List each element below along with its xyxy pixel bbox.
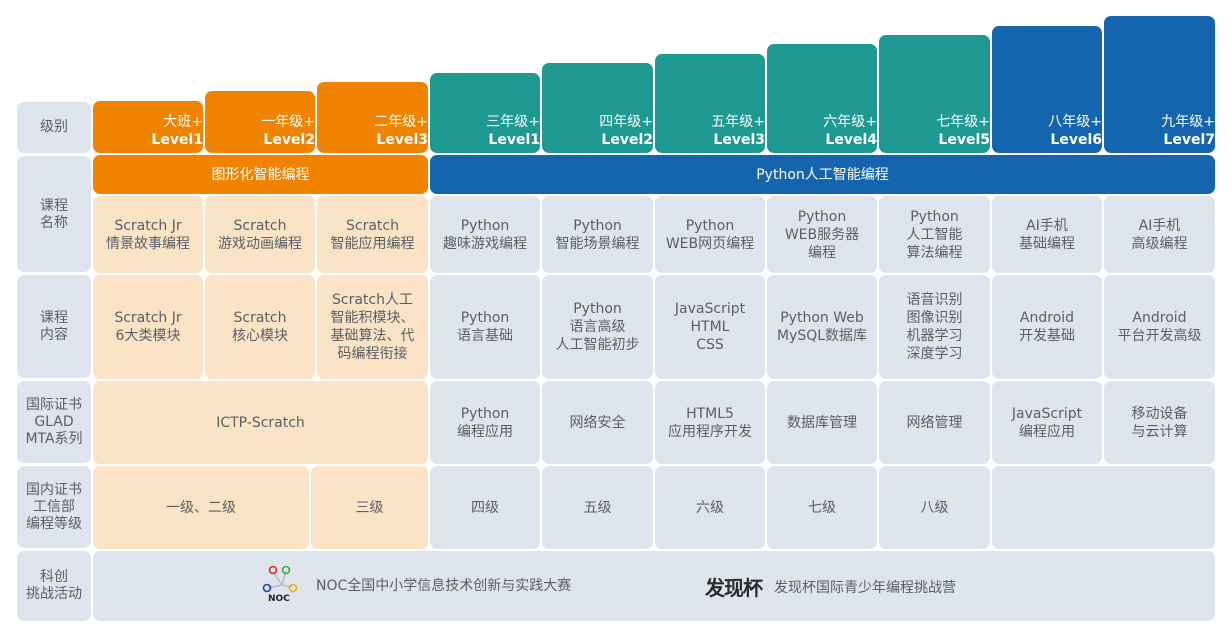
intl-cert-cell: 网络安全 [542, 381, 653, 464]
course-content-cell: 语音识别 图像识别 机器学习 深度学习 [879, 275, 990, 379]
level-tab-1: 大班+ Level1 [93, 101, 203, 153]
intl-cert-cell: HTML5 应用程序开发 [655, 381, 765, 464]
level-label: Level3 [376, 132, 428, 148]
row-header-course-name: 课程 名称 [17, 156, 91, 272]
domestic-cert-cell: 六级 [655, 466, 765, 549]
noc-label: NOC全国中小学信息技术创新与实践大赛 [316, 578, 572, 594]
domestic-cert-cell: 七级 [767, 466, 877, 549]
level-grade: 大班+ [163, 114, 203, 130]
course-name-cell: Python WEB网页编程 [655, 196, 765, 273]
level-tab-6: 五年级+ Level3 [655, 54, 765, 153]
row-header-level: 级别 [17, 102, 91, 153]
level-grade: 二年级+ [374, 114, 428, 130]
noc-logo-icon: NOC [260, 563, 304, 607]
level-tab-2: 一年级+ Level2 [205, 91, 315, 153]
level-tab-5: 四年级+ Level2 [542, 63, 653, 153]
course-content-cell: Python 语言基础 [430, 275, 540, 379]
band-python-ai-programming: Python人工智能编程 [430, 155, 1215, 194]
course-content-cell: Scratch Jr 6大类模块 [93, 275, 203, 379]
level-grade: 六年级+ [823, 114, 877, 130]
level-label: Level2 [601, 132, 653, 148]
course-content-cell: JavaScript HTML CSS [655, 275, 765, 379]
level-grade: 七年级+ [936, 114, 990, 130]
domestic-cert-empty [992, 466, 1215, 549]
level-label: Level1 [151, 132, 203, 148]
intl-cert-cell: 网络管理 [879, 381, 990, 464]
course-content-cell: Android 平台开发高级 [1104, 275, 1215, 379]
course-name-cell: AI手机 高级编程 [1104, 196, 1215, 273]
level-tab-7: 六年级+ Level4 [767, 44, 877, 153]
intl-cert-ictp-scratch: ICTP-Scratch [93, 381, 428, 464]
intl-cert-cell: 移动设备 与云计算 [1104, 381, 1215, 464]
level-label: Level7 [1163, 132, 1215, 148]
level-tab-4: 三年级+ Level1 [430, 73, 540, 153]
noc-logo-text: NOC [268, 594, 290, 604]
course-name-cell: Scratch 游戏动画编程 [205, 196, 315, 273]
level-label: Level2 [263, 132, 315, 148]
domestic-cert-level12: 一级、二级 [93, 466, 309, 549]
row-header-course-content: 课程 内容 [17, 275, 91, 378]
row-header-intl-cert: 国际证书 GLAD MTA系列 [17, 381, 91, 463]
course-name-cell: Scratch 智能应用编程 [317, 196, 428, 273]
level-grade: 四年级+ [599, 114, 653, 130]
course-content-cell: Scratch人工 智能积模块、 基础算法、代 码编程衔接 [317, 275, 428, 379]
course-content-cell: Python Web MySQL数据库 [767, 275, 877, 379]
level-label: Level5 [938, 132, 990, 148]
domestic-cert-cell: 四级 [430, 466, 540, 549]
course-name-cell: Python 智能场景编程 [542, 196, 653, 273]
course-content-cell: Android 开发基础 [992, 275, 1102, 379]
domestic-cert-cell: 八级 [879, 466, 990, 549]
intl-cert-cell: Python 编程应用 [430, 381, 540, 464]
course-name-cell: Python 人工智能 算法编程 [879, 196, 990, 273]
course-content-cell: Python 语言高级 人工智能初步 [542, 275, 653, 379]
level-label: Level3 [713, 132, 765, 148]
level-label: Level6 [1050, 132, 1102, 148]
level-grade: 五年级+ [711, 114, 765, 130]
course-name-cell: Scratch Jr 情景故事编程 [93, 196, 203, 273]
faxianbei-logo-icon: 发现杯 [705, 576, 763, 600]
level-label: Level1 [488, 132, 540, 148]
level-tab-9: 八年级+ Level6 [992, 26, 1102, 153]
intl-cert-cell: 数据库管理 [767, 381, 877, 464]
level-tab-10: 九年级+ Level7 [1104, 16, 1215, 153]
level-tab-8: 七年级+ Level5 [879, 35, 990, 153]
row-header-domestic-cert: 国内证书 工信部 编程等级 [17, 466, 91, 548]
level-grade: 九年级+ [1161, 114, 1215, 130]
domestic-cert-level3: 三级 [311, 466, 428, 549]
level-label: Level4 [825, 132, 877, 148]
level-grade: 八年级+ [1048, 114, 1102, 130]
course-name-cell: Python 趣味游戏编程 [430, 196, 540, 273]
level-grade: 一年级+ [261, 114, 315, 130]
level-tab-3: 二年级+ Level3 [317, 82, 428, 153]
course-name-cell: Python WEB服务器 编程 [767, 196, 877, 273]
domestic-cert-cell: 五级 [542, 466, 653, 549]
band-graphical-programming: 图形化智能编程 [93, 155, 428, 194]
course-name-cell: AI手机 基础编程 [992, 196, 1102, 273]
level-grade: 三年级+ [486, 114, 540, 130]
faxianbei-camp: 发现杯 发现杯国际青少年编程挑战营 [705, 572, 956, 601]
faxianbei-label: 发现杯国际青少年编程挑战营 [774, 579, 956, 596]
noc-competition: NOC NOC全国中小学信息技术创新与实践大赛 [260, 563, 571, 607]
intl-cert-cell: JavaScript 编程应用 [992, 381, 1102, 464]
row-header-activities: 科创 挑战活动 [17, 551, 91, 621]
course-content-cell: Scratch 核心模块 [205, 275, 315, 379]
